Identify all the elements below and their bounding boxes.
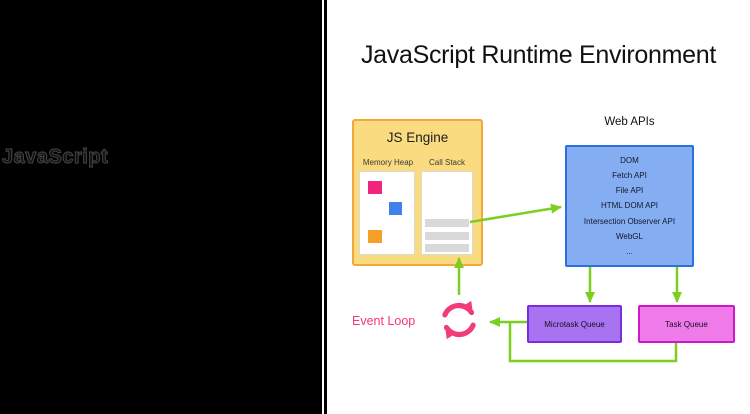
web-apis-box: DOM Fetch API File API HTML DOM API Inte… bbox=[565, 145, 694, 267]
memory-heap-area bbox=[359, 171, 415, 255]
js-engine-box: JS Engine Memory Heap Call Stack bbox=[352, 119, 483, 266]
api-item-webgl: WebGL bbox=[616, 231, 643, 241]
heap-object-blue bbox=[389, 202, 402, 215]
api-item-html-dom: HTML DOM API bbox=[600, 201, 659, 211]
call-stack-area bbox=[421, 171, 473, 255]
event-loop-icon bbox=[442, 300, 475, 318]
microtask-queue-label: Microtask Queue bbox=[544, 319, 605, 329]
memory-heap-label: Memory Heap bbox=[362, 158, 414, 167]
api-item-intersection-observer: Intersection Observer API bbox=[583, 216, 676, 226]
stack-frame bbox=[425, 232, 469, 240]
api-item-file: File API bbox=[615, 186, 644, 196]
stack-frame bbox=[425, 219, 469, 227]
api-item-fetch: Fetch API bbox=[612, 170, 647, 180]
js-engine-title: JS Engine bbox=[386, 130, 449, 145]
page-title: JavaScript Runtime Environment bbox=[360, 41, 717, 69]
event-loop-label: Event Loop bbox=[352, 314, 416, 328]
event-loop-icon bbox=[443, 322, 476, 340]
heap-object-orange bbox=[368, 230, 382, 243]
javascript-watermark: JavaScript bbox=[1, 145, 109, 168]
task-queue-box: Task Queue bbox=[638, 305, 735, 343]
stack-frame bbox=[425, 244, 469, 252]
arrow-callstack-to-webapis bbox=[469, 203, 562, 224]
microtask-queue-box: Microtask Queue bbox=[527, 305, 622, 343]
call-stack-label: Call Stack bbox=[428, 158, 465, 167]
panel-divider-line bbox=[324, 0, 327, 414]
task-queue-label: Task Queue bbox=[665, 319, 708, 329]
web-apis-label: Web APIs bbox=[604, 116, 655, 128]
api-item-ellipsis: ... bbox=[626, 247, 633, 256]
left-black-panel: JavaScript bbox=[0, 0, 322, 414]
heap-object-pink bbox=[368, 181, 382, 194]
api-item-dom: DOM bbox=[620, 155, 639, 165]
